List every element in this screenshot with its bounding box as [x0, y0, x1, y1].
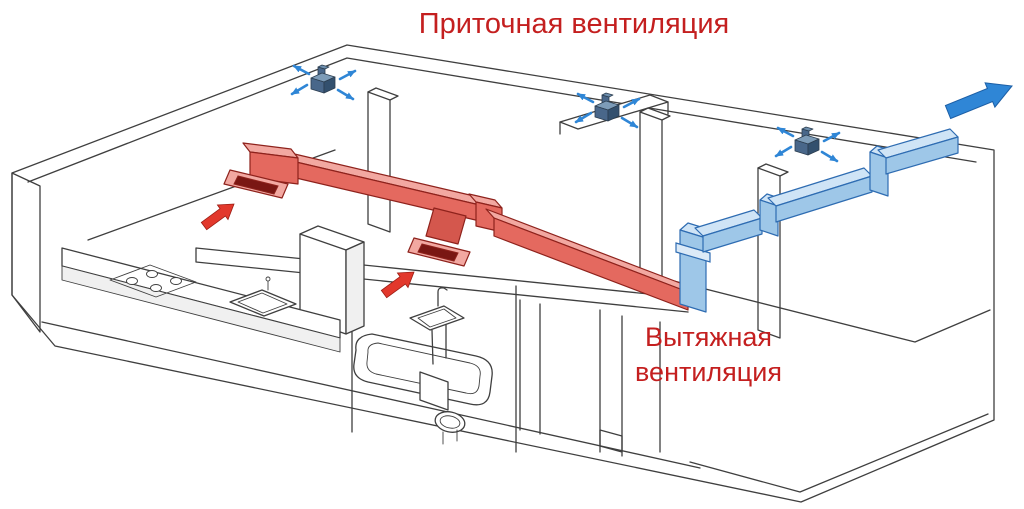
exhaust-duct	[675, 82, 1013, 313]
airflow-arrow-red-icon	[380, 271, 415, 299]
apartment-linework	[11, 44, 995, 503]
corridor-wall-top	[195, 247, 689, 313]
kitchen-sink	[229, 276, 297, 317]
right-room-floor	[661, 277, 991, 343]
partition-wall	[639, 111, 663, 281]
stove-burners	[126, 270, 182, 292]
left-wall-face	[11, 172, 41, 333]
partition-wall	[367, 91, 391, 233]
duct-inlet-opening	[233, 175, 279, 195]
bathtub	[353, 333, 493, 406]
airflow-arrow-red-icon	[200, 203, 235, 231]
toilet	[419, 371, 466, 445]
exhaust-label-line1: Вытяжная	[644, 322, 772, 352]
inner-roof-rim	[27, 57, 977, 183]
bathroom-sink	[409, 287, 465, 365]
partition-wall	[757, 167, 781, 339]
duct-branch	[425, 207, 467, 245]
hall-wall-edges	[519, 299, 661, 457]
front-floor-line	[41, 321, 701, 469]
supply-duct	[200, 142, 689, 311]
duct-coupling	[675, 242, 711, 263]
exhaust-ventilation-label: Вытяжная вентиляция	[606, 320, 811, 389]
right-floor-edge	[689, 413, 989, 493]
exhaust-label-line2: вентиляция	[635, 356, 782, 387]
faucet-icon	[437, 287, 448, 307]
outlet-arrow-icon	[944, 82, 1013, 120]
stove-panel	[109, 264, 197, 298]
supply-ventilation-label: Приточная вентиляция	[418, 8, 730, 40]
door-opening	[599, 429, 623, 453]
duct-inlet-opening	[417, 243, 459, 262]
